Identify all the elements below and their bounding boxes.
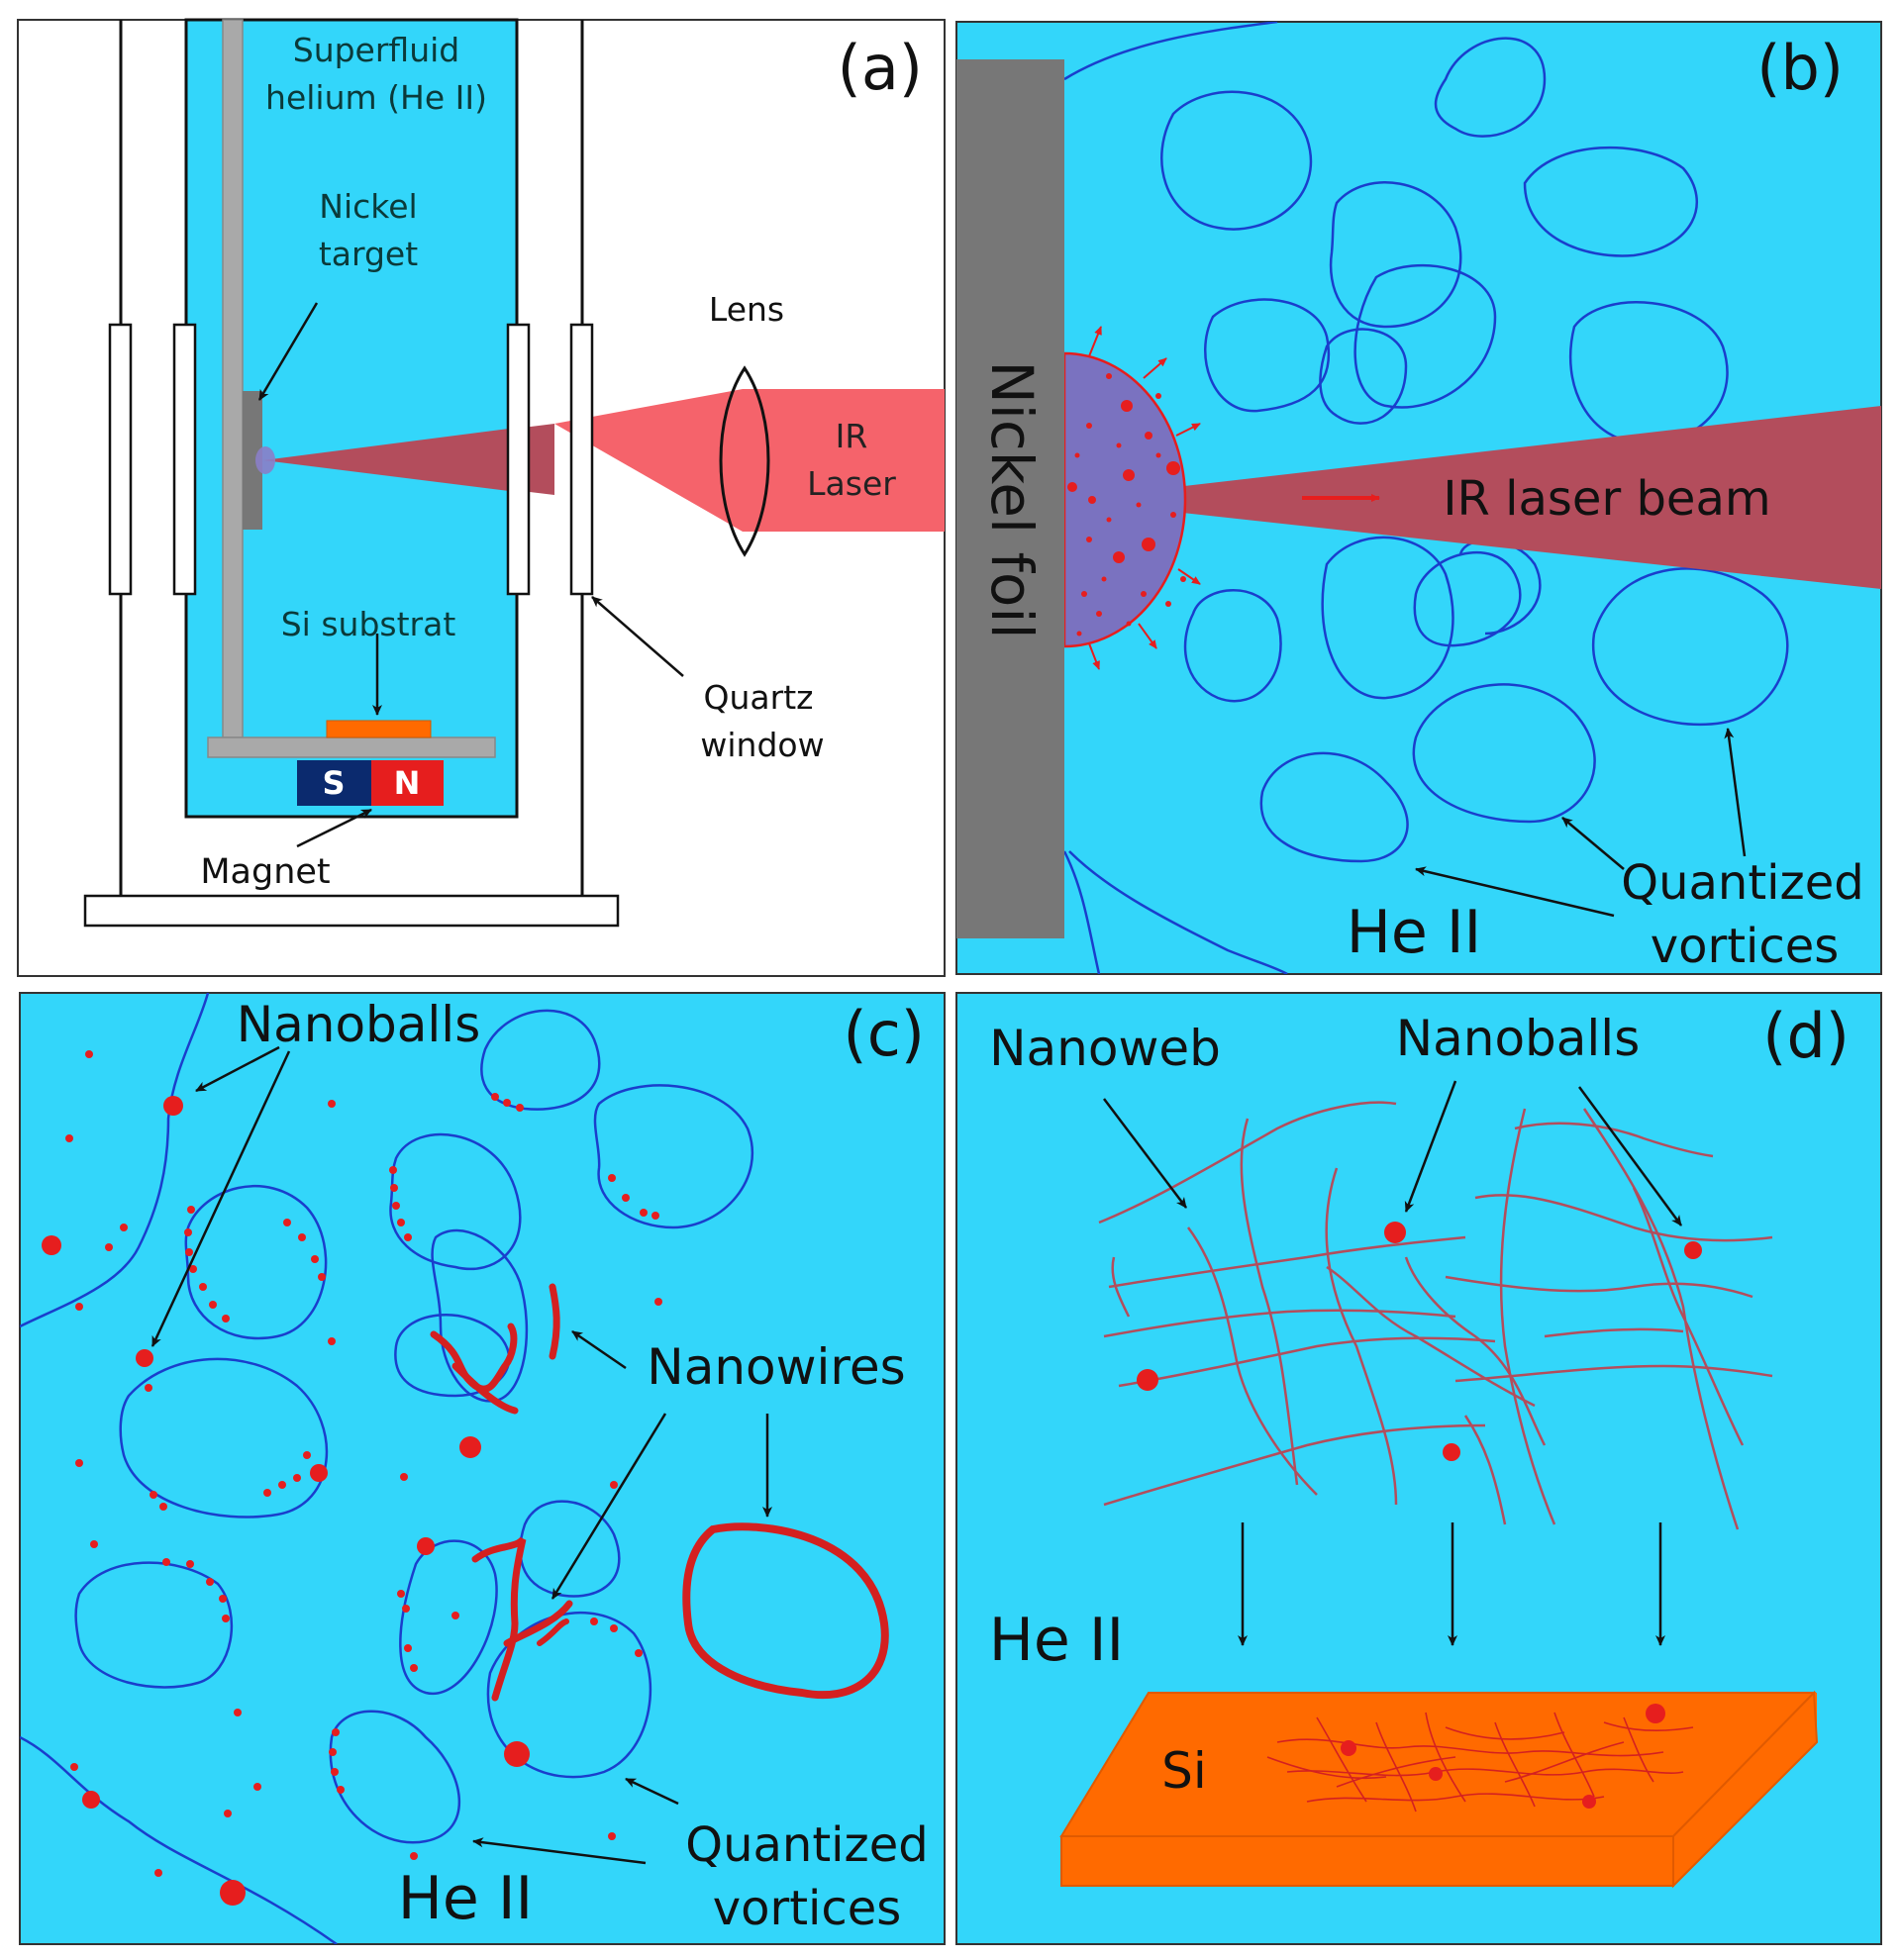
panel-c-tag: (c): [844, 998, 925, 1070]
panel-a-tag: (a): [838, 32, 923, 104]
magnet-n-label: N: [394, 764, 421, 802]
panel-d-tag: (d): [1762, 1000, 1850, 1072]
magnet-s-label: S: [322, 764, 345, 802]
cryostat-base: [83, 894, 620, 928]
panel-b: Nickel foil (b) IR laser beam He II Quan…: [955, 21, 1882, 975]
lens-label: Lens: [709, 290, 784, 329]
si-label: Si: [1161, 1742, 1207, 1800]
plume-particles: [1067, 373, 1186, 637]
ablation-plume: [1062, 326, 1201, 670]
nickel-foil: [956, 59, 1064, 938]
ir-laser-beam-outside: [554, 389, 945, 532]
nanoballs-label-d: Nanoballs: [1396, 1010, 1641, 1067]
nanowires-label: Nanowires: [647, 1338, 905, 1396]
substrate-platform: [207, 736, 496, 758]
panel-c: (c) Nanoballs Nanowires He II Quantized …: [19, 992, 946, 1945]
panel-b-tag: (b): [1756, 32, 1844, 104]
window-slots: [108, 323, 594, 596]
nanoballs-label-c: Nanoballs: [237, 996, 481, 1053]
si-substrate: [326, 720, 432, 738]
nickel-target-label-line1: Nickel: [319, 187, 417, 226]
vortices-label-c-line1: Quantized: [685, 1817, 928, 1873]
ir-laser-beam-label: IR laser beam: [1443, 471, 1770, 527]
vortices-label-c-line2: vortices: [713, 1881, 902, 1936]
helium-label-line1: Superfluid: [293, 31, 460, 69]
vortex-loops-c: [20, 993, 754, 1944]
nanoweb: [1098, 1101, 1773, 1530]
he-ii-label-d: He II: [989, 1606, 1125, 1675]
vortices-label-b-line2: vortices: [1651, 919, 1840, 974]
he-ii-label-b: He II: [1347, 898, 1482, 967]
nanoballs-d: [1137, 1222, 1702, 1461]
ir-laser-beam: [1064, 406, 1881, 589]
helium-label-line2: helium (He II): [265, 78, 487, 117]
lens: [719, 365, 770, 557]
panel-d: (d) Nanoweb Nanoballs He II Si: [955, 992, 1882, 1945]
nickel-target-label-line2: target: [319, 235, 418, 273]
nanoballs-deposited: [1341, 1704, 1665, 1809]
nanowires-c: [430, 1283, 889, 1702]
ir-laser-label-line1: IR: [836, 417, 868, 455]
nanoweb-deposited: [1266, 1712, 1694, 1813]
particles-c-small: [65, 1050, 662, 1877]
nickel-target: [243, 391, 262, 530]
ir-laser-label-line2: Laser: [807, 464, 896, 503]
target-holder-rod: [222, 19, 244, 738]
panel-a: S N (a) Superfluid helium (He II) Nickel…: [17, 18, 946, 977]
magnet-label: Magnet: [200, 852, 330, 892]
quartz-window-label-line1: Quartz: [704, 678, 814, 717]
nickel-foil-label: Nickel foil: [978, 360, 1046, 638]
he-ii-label-c: He II: [398, 1864, 534, 1933]
nanoweb-label: Nanoweb: [989, 1020, 1221, 1077]
magnet: S N: [297, 760, 444, 806]
si-substrate-label: Si substrat: [281, 605, 456, 643]
nanoballs-c: [42, 1096, 530, 1906]
quartz-window-label-line2: window: [700, 726, 824, 764]
vortices-label-b-line1: Quantized: [1621, 855, 1863, 911]
